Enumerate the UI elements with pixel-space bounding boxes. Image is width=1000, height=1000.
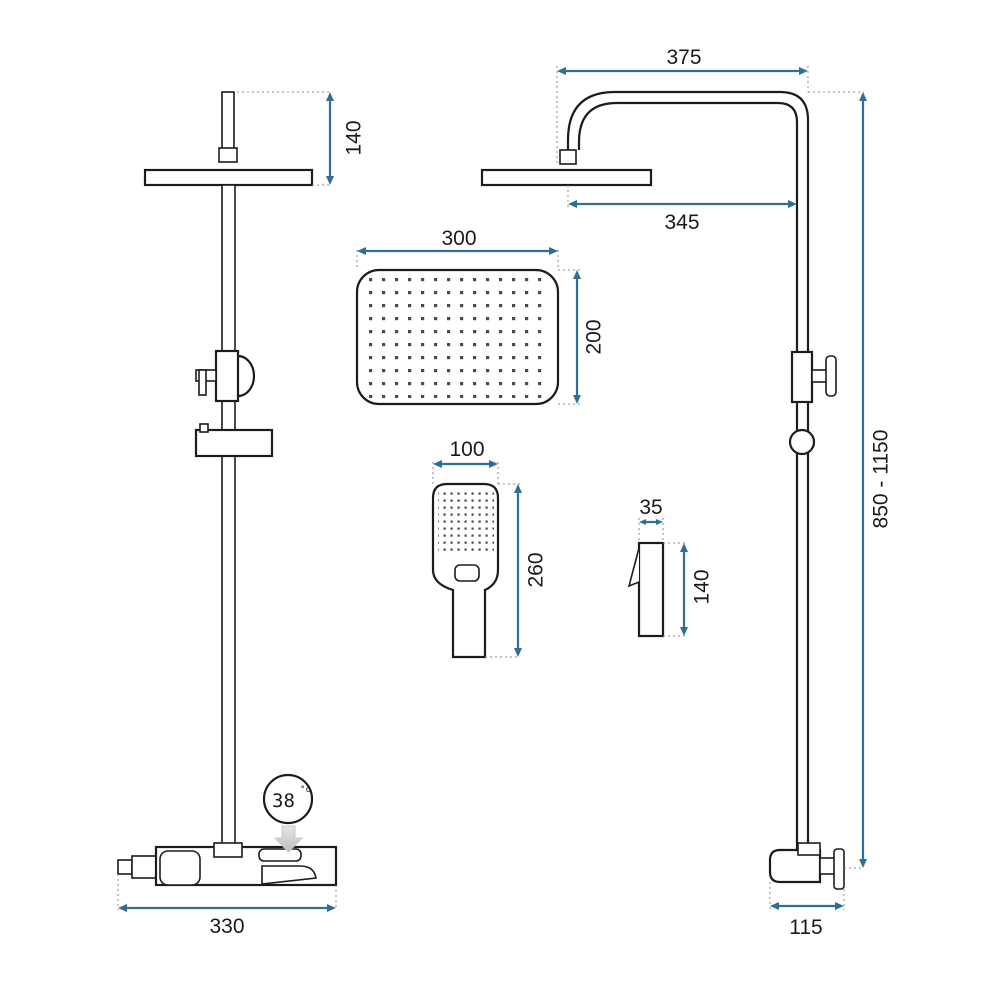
- side-diverter: [790, 350, 814, 404]
- front-diverter-lever-tip: [198, 369, 207, 396]
- side-wall-flange: [833, 848, 845, 890]
- front-diverter: [214, 349, 240, 403]
- side-arm-outer: [566, 90, 810, 850]
- dim-side-arm-length: 375: [666, 46, 701, 69]
- front-slide-holder-clip: [199, 423, 209, 433]
- front-riser-socket: [213, 842, 243, 858]
- dim-hand-shower-length: 260: [525, 552, 548, 587]
- dim-front-width: 330: [209, 915, 244, 938]
- hand-shower: 100 260: [431, 438, 548, 659]
- rain-head-plan: 300 200: [355, 227, 606, 406]
- side-head-connector: [559, 149, 577, 165]
- side-slide-holder: [788, 428, 816, 456]
- side-rain-head: [480, 168, 653, 187]
- temperature-display-icon: 38 °c: [262, 773, 314, 825]
- hand-shower-nozzles: [438, 490, 494, 554]
- wall-holder-body: [637, 541, 665, 638]
- dim-rain-head-depth: 200: [583, 319, 606, 354]
- front-view: 38 °c 140 330: [117, 91, 366, 938]
- side-diverter-knob: [825, 355, 837, 397]
- rain-head-nozzles: [366, 276, 550, 398]
- side-arm-inner: [577, 101, 799, 850]
- side-spout: [768, 848, 822, 884]
- dim-holder-height: 140: [691, 569, 714, 604]
- dim-rain-head-width: 300: [441, 227, 476, 250]
- dim-front-head-height: 140: [343, 120, 366, 155]
- dim-hand-shower-width: 100: [449, 438, 484, 461]
- temperature-value: 38: [272, 790, 295, 812]
- front-spout: [261, 865, 317, 885]
- side-riser-socket: [797, 842, 821, 856]
- front-inlet-left: [117, 859, 133, 875]
- dim-holder-width: 35: [639, 496, 662, 519]
- dim-side-depth: 115: [789, 916, 822, 939]
- front-top-pipe: [221, 91, 235, 153]
- dim-side-head-reach: 345: [664, 211, 699, 234]
- front-riser-pipe: [221, 184, 236, 851]
- front-rain-head: [143, 168, 314, 187]
- front-push-button: [258, 848, 302, 862]
- wall-holder: 35 140: [627, 496, 714, 638]
- wall-holder-hook: [627, 547, 640, 588]
- temperature-unit: °c: [300, 785, 311, 795]
- dim-side-height-range: 850 - 1150: [870, 430, 893, 529]
- front-head-connector: [218, 147, 238, 163]
- arrow-down-icon: [273, 825, 304, 853]
- side-view: 375 345 850 - 1150 115: [480, 46, 893, 939]
- front-slide-holder: [194, 428, 274, 458]
- hand-shower-button: [454, 564, 480, 582]
- front-left-handle: [159, 850, 201, 886]
- front-diverter-knob: [237, 354, 256, 398]
